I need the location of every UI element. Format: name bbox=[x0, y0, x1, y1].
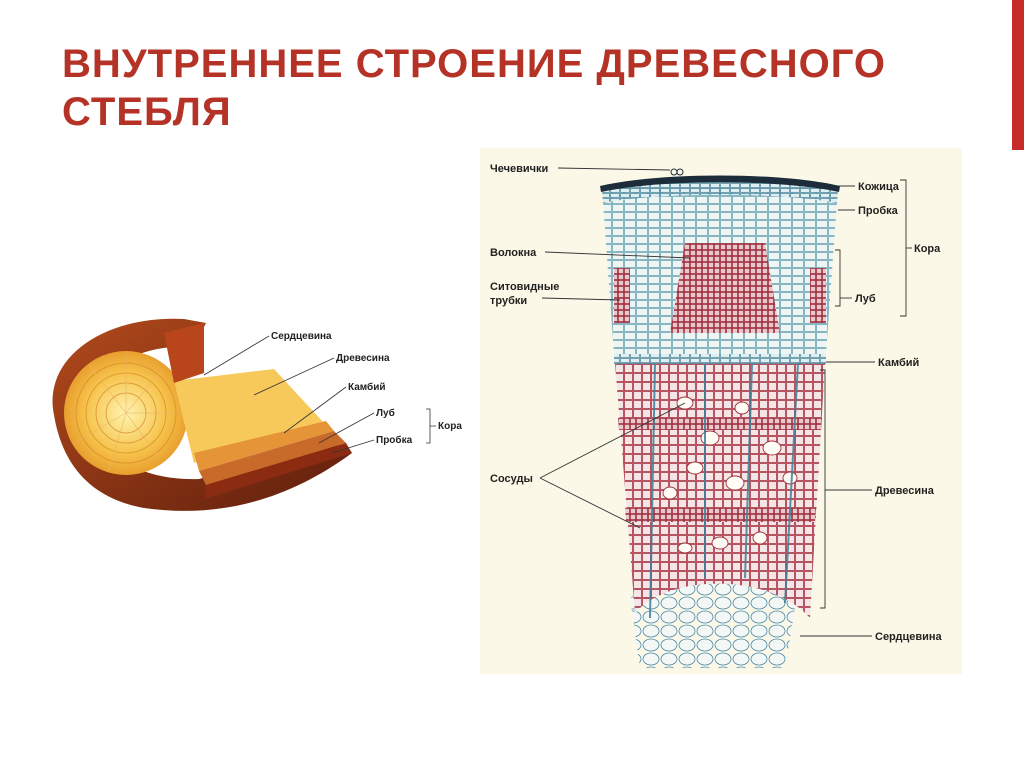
label-phloem-right: Луб bbox=[855, 293, 876, 305]
label-bark-right: Кора bbox=[914, 243, 941, 255]
growth-ring-1 bbox=[618, 418, 822, 430]
label-wood-right: Древесина bbox=[875, 485, 935, 497]
label-phloem: Луб bbox=[376, 407, 395, 419]
label-fibers: Волокна bbox=[490, 247, 537, 259]
phloem-layer bbox=[199, 431, 346, 485]
label-epidermis: Кожица bbox=[858, 181, 900, 193]
label-vessels: Сосуды bbox=[490, 473, 533, 485]
label-sieve-tubes-line2: трубки bbox=[490, 295, 527, 307]
label-cambium: Камбий bbox=[348, 381, 386, 393]
label-lenticels: Чечевички bbox=[490, 163, 548, 175]
accent-bar bbox=[1012, 0, 1024, 150]
label-cambium-right: Камбий bbox=[878, 357, 919, 369]
bark-bracket bbox=[426, 408, 436, 444]
label-sieve-tubes-line1: Ситовидные bbox=[490, 281, 559, 293]
fibers-patch-left bbox=[614, 268, 630, 323]
label-bark: Кора bbox=[438, 421, 462, 432]
pith-block bbox=[164, 323, 204, 383]
cambium-band bbox=[614, 354, 826, 364]
label-pith-right: Сердцевина bbox=[875, 631, 943, 643]
stem-wedge-illustration: Сердцевина Древесина Камбий Луб Пробка К… bbox=[52, 318, 462, 511]
cambium-layer bbox=[194, 421, 334, 471]
wood-region bbox=[615, 363, 825, 618]
label-pith: Сердцевина bbox=[271, 331, 332, 342]
stem-cross-section-illustration: Чечевички Волокна Ситовидные трубки Сосу… bbox=[490, 163, 943, 668]
growth-ring-2 bbox=[625, 508, 816, 522]
label-cork: Пробка bbox=[376, 434, 413, 446]
stem-wedge-diagram: Сердцевина Древесина Камбий Луб Пробка К… bbox=[34, 303, 468, 523]
lenticel bbox=[670, 168, 684, 176]
stem-cross-section-diagram: Чечевички Волокна Ситовидные трубки Сосу… bbox=[480, 148, 962, 674]
label-wood: Древесина bbox=[336, 353, 390, 364]
pith-region bbox=[630, 576, 795, 668]
slide-title: Внутреннее строение древесного стебля bbox=[62, 42, 886, 134]
fibers-patch-right bbox=[810, 268, 826, 323]
epidermis-layer bbox=[600, 175, 840, 192]
wood-layer bbox=[174, 369, 324, 463]
cork-layer bbox=[204, 443, 352, 499]
cork-region bbox=[602, 181, 838, 203]
fibers-wedge bbox=[670, 243, 780, 333]
label-cork-right: Пробка bbox=[858, 205, 899, 217]
